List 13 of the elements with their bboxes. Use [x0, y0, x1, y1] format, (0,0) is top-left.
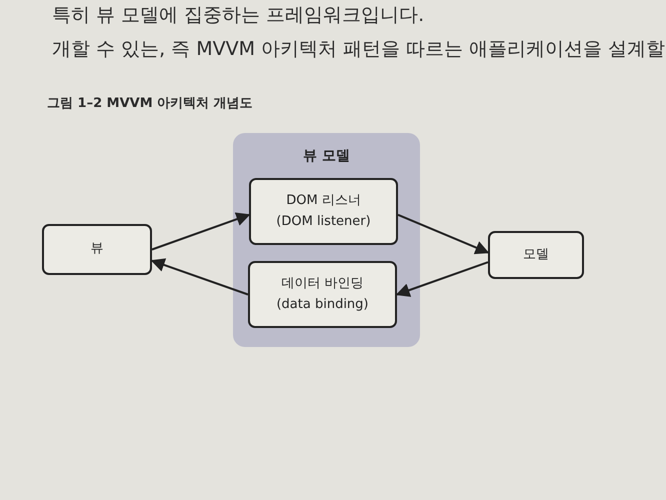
process-box: DOM 리스너 (DOM listener) [249, 178, 398, 245]
process-box: 모델 [488, 231, 584, 279]
process-box: 뷰 [42, 224, 152, 275]
arrow [398, 214, 490, 254]
body-text: 특히 뷰 모델에 집중하는 프레임워크입니다. [52, 3, 424, 28]
arrow [396, 261, 488, 297]
body-text: 개할 수 있는, 즉 MVVM 아키텍처 패턴을 따르는 애플리케이션을 설계할 [52, 37, 666, 62]
group-panel [233, 133, 420, 347]
process-box: 데이터 바인딩 (data binding) [248, 261, 397, 328]
group-title: 뷰 모델 [303, 147, 350, 165]
figure-title: 그림 1–2 MVVM 아키텍처 개념도 [47, 95, 253, 112]
arrow [152, 212, 250, 250]
arrow [150, 258, 248, 296]
